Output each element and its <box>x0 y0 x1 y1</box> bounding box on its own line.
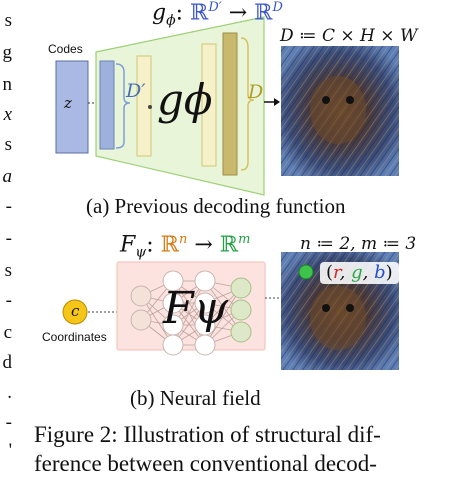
neural-field-symbol: Fψ <box>163 283 229 334</box>
mlp-nodes <box>130 270 252 356</box>
margin-char: d <box>2 352 13 373</box>
coordinate-node <box>62 299 88 325</box>
figure-caption-line-2: ference between conventional decod- <box>34 451 377 476</box>
margin-char: g <box>2 42 13 63</box>
decoder-formula: gϕ: ℝD′ → ℝD <box>152 0 283 29</box>
d-prime-label: D′ <box>126 80 146 102</box>
z-symbol: z <box>64 94 72 112</box>
subcaption-a: (a) Previous decoding function <box>86 194 346 218</box>
margin-char: c <box>3 322 12 343</box>
decoder-hidden-layer-2 <box>201 43 217 167</box>
decoder-input-layer <box>99 60 115 150</box>
coordinates-label: Coordinates <box>42 330 107 344</box>
rgb-output-label: (r, g, b) <box>320 262 399 284</box>
figure-graphics <box>55 16 399 370</box>
output-arrow-head <box>274 98 280 106</box>
coordinate-symbol: c <box>71 302 80 320</box>
margin-char: . <box>7 382 12 403</box>
margin-char: - <box>5 290 12 311</box>
center-dot <box>148 105 152 109</box>
neural-field-formula: Fψ: ℝn → ℝm <box>120 232 251 261</box>
codes-label: Codes <box>48 42 83 56</box>
decoder-output-layer <box>222 32 238 176</box>
figure-caption-line-1: Figure 2: Illustration of structural dif… <box>34 422 381 447</box>
d-label: D <box>248 81 264 103</box>
margin-char: a <box>2 166 13 187</box>
margin-char: - <box>5 196 12 217</box>
margin-char: - <box>5 228 12 249</box>
margin-char: ' <box>8 440 12 461</box>
d-bracket <box>240 37 255 171</box>
margin-char: s <box>4 260 12 281</box>
dprime-bracket <box>115 63 131 149</box>
decoder-symbol: gϕ <box>157 75 213 124</box>
output-dimensions-label: D ≔ C × H × W <box>280 26 418 46</box>
margin-char: - <box>5 412 12 433</box>
margin-char: s <box>4 134 12 155</box>
subcaption-b: (b) Neural field <box>130 386 261 410</box>
margin-char: x <box>3 104 12 125</box>
margin-char: n <box>2 74 13 95</box>
io-dimensions-label: n ≔ 2, m ≔ 3 <box>300 234 417 254</box>
code-vector <box>55 60 89 154</box>
query-point <box>298 264 314 280</box>
margin-char: s <box>4 10 12 31</box>
